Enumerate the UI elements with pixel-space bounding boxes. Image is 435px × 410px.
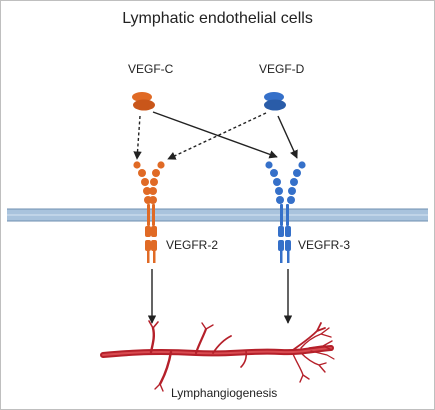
lymphangiogenesis-label: Lymphangiogenesis	[171, 386, 278, 400]
cell-membrane	[7, 208, 428, 222]
vegfr3-receptor-icon	[265, 161, 306, 263]
vegfr2-receptor-icon	[133, 161, 165, 263]
vegf-c-to-vegfr2-arrow	[133, 115, 142, 160]
vegf-d-label: VEGF-D	[259, 62, 305, 76]
vegf-c-to-vegfr3-arrow	[152, 111, 278, 159]
vegf-d-to-vegfr2-arrow	[167, 112, 267, 160]
diagram-title: Lymphatic endothelial cells	[122, 10, 313, 27]
vegf-d-to-vegfr3-arrow	[277, 115, 298, 159]
lymphatic-vessel-icon	[100, 320, 335, 392]
vegfr2-label: VEGFR-2	[166, 238, 219, 252]
vegf-d-ligand-icon	[264, 92, 286, 111]
binding-arrows	[133, 111, 298, 160]
vegfr3-label: VEGFR-3	[298, 238, 351, 252]
vegf-c-ligand-icon	[132, 92, 155, 111]
vegf-c-label: VEGF-C	[128, 62, 174, 76]
